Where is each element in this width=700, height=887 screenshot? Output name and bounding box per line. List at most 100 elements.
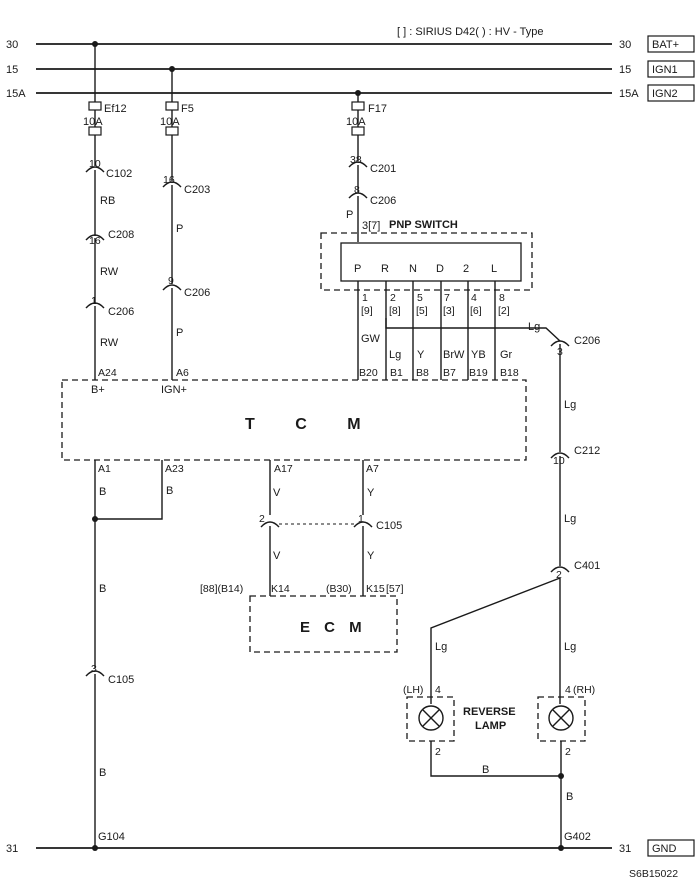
lamp-title-1: REVERSE	[463, 706, 516, 718]
tag-ign1: IGN1	[652, 64, 678, 76]
pnp-pos-p: P	[354, 263, 361, 275]
conn-c206-a-pin: 1	[91, 295, 97, 307]
conn-c105-b-pin: 3	[91, 663, 97, 675]
wire-rw2-label: RW	[100, 337, 119, 349]
tcm-label-ign: IGN+	[161, 384, 187, 396]
conn-c105-b	[85, 670, 105, 677]
wire-v2-label: V	[273, 550, 281, 562]
conn-c208	[85, 234, 105, 241]
tcm-label-bplus: B+	[91, 384, 105, 396]
pnp-pin-7: 7	[444, 292, 450, 304]
rail-15a-right: 15A	[619, 88, 639, 100]
pnp-pos-d: D	[436, 263, 444, 275]
pnp-switch-body	[340, 242, 522, 282]
lamp-lh-pin-bot: 2	[435, 746, 441, 758]
pnp-alt-4: [6]	[470, 305, 482, 317]
footer-code: S6B15022	[629, 868, 678, 880]
conn-c201-name: C201	[370, 163, 396, 175]
pnp-alt-5: [5]	[416, 305, 428, 317]
fuse-f17-top	[351, 101, 365, 111]
wire-p1-label: P	[176, 223, 183, 235]
rail-30-left: 30	[6, 39, 18, 51]
pnp-pos-r: R	[381, 263, 389, 275]
fuse-ef12-name: Ef12	[104, 103, 127, 115]
fuse-f5-rating: 10A	[160, 116, 180, 128]
pnp-alt-7: [3]	[443, 305, 455, 317]
lamp-lh-x2	[422, 709, 440, 727]
tcm-pin-a1: A1	[98, 463, 111, 475]
wire-rw1-label: RW	[100, 266, 119, 278]
wire-b-a23	[95, 460, 163, 520]
conn-c201	[348, 161, 368, 168]
ground-g104	[92, 845, 98, 851]
fuse-ef12-rating: 10A	[83, 116, 103, 128]
wire-rb-label: RB	[100, 195, 115, 207]
conn-c401	[550, 566, 570, 573]
ecm-left-pin: [88](B14)	[200, 583, 243, 595]
tcm-pin-b18: B18	[500, 367, 519, 379]
lamp-lh-label: (LH)	[403, 684, 423, 696]
tcm-pin-b7: B7	[443, 367, 456, 379]
splice-tcm-ground	[92, 516, 98, 522]
tcm-pin-a23: A23	[165, 463, 184, 475]
ground-g402	[558, 845, 564, 851]
tag-ign2: IGN2	[652, 88, 678, 100]
conn-c102	[85, 166, 105, 173]
conn-c105-top-name: C105	[376, 520, 402, 532]
conn-c212-pin: 10	[553, 455, 565, 467]
ecm-box	[249, 595, 398, 653]
conn-c208-name: C208	[108, 229, 134, 241]
ecm-right-pin-id: K15	[366, 583, 385, 595]
conn-c201-pin: 38	[350, 154, 362, 166]
wire-b-g402: B	[566, 791, 573, 803]
pnp-in-pin: 3[7]	[362, 220, 380, 232]
pnp-alt-2: [8]	[389, 305, 401, 317]
tcm-pin-a24: A24	[98, 367, 117, 379]
tag-bat-box	[647, 35, 695, 53]
tcm-box	[61, 379, 527, 461]
fuse-f5-bottom	[165, 126, 179, 136]
wire-b-a1-label: B	[99, 486, 106, 498]
tcm-pin-b20: B20	[359, 367, 378, 379]
conn-c102-pin: 10	[89, 158, 101, 170]
lamp-rh-pin-top: 4	[565, 684, 571, 696]
wire-lamp-ground	[430, 741, 561, 777]
pnp-color-gr: Gr	[500, 349, 513, 361]
pnp-color-y: Y	[417, 349, 425, 361]
conn-c105-b-name: C105	[108, 674, 134, 686]
ecm-title: E C M	[300, 619, 367, 636]
fuse-ef12-top	[88, 101, 102, 111]
rail-31-left: 31	[6, 843, 18, 855]
conn-c206-a-name: C206	[108, 306, 134, 318]
pnp-pin-1: 1	[362, 292, 368, 304]
pnp-switch-outline	[320, 232, 533, 291]
conn-c206-d	[550, 340, 570, 347]
rail-30-right: 30	[619, 39, 631, 51]
pnp-title: PNP SWITCH	[389, 219, 458, 231]
pnp-pos-n: N	[409, 263, 417, 275]
pnp-alt-8: [2]	[498, 305, 510, 317]
wire-b-main-label: B	[99, 583, 106, 595]
wire-y2-label: Y	[367, 550, 375, 562]
wire-r-branch	[385, 318, 561, 342]
wire-v1-label: V	[273, 487, 281, 499]
tag-gnd-box	[647, 839, 695, 857]
conn-c102-name: C102	[106, 168, 132, 180]
conn-c203	[162, 181, 182, 188]
fuse-f5-name: F5	[181, 103, 194, 115]
splice-lamp	[558, 773, 564, 779]
fuse-ef12-bottom	[88, 126, 102, 136]
tag-gnd: GND	[652, 843, 677, 855]
conn-c206-d-name: C206	[574, 335, 600, 347]
pnp-pos-2: 2	[463, 263, 469, 275]
fuse-f17-name: F17	[368, 103, 387, 115]
conn-c206-a	[85, 302, 105, 309]
wire-lg1-label: Lg	[564, 399, 576, 411]
conn-c212-name: C212	[574, 445, 600, 457]
conn-c206-b	[162, 284, 182, 291]
wire-lg-top: Lg	[528, 321, 540, 333]
tcm-title: T C M	[245, 416, 379, 433]
pnp-pin-8: 8	[499, 292, 505, 304]
conn-c105-top-l	[260, 521, 280, 528]
